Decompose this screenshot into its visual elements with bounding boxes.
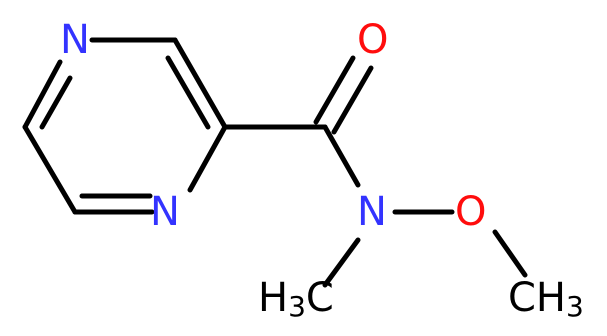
atom-o-methoxy: O <box>455 189 486 235</box>
bond-carbonyl-o-a <box>313 55 356 125</box>
atom-o-carbonyl: O <box>357 17 388 63</box>
bond-c-top-c2-inner <box>165 55 211 130</box>
ch3-left-h: H <box>258 275 288 321</box>
ch3-left-c: C <box>306 275 334 321</box>
bond-carbonyl-n <box>322 124 361 188</box>
atom-ch3-right: CH3 <box>508 275 584 323</box>
bond-carbonyl-o-b <box>331 65 374 135</box>
bond-c5-n1-inner <box>39 75 73 130</box>
bond-n4-c5 <box>22 124 78 215</box>
atom-ch3-left: H3C <box>258 275 334 323</box>
ch3-right-sub: 3 <box>566 290 584 323</box>
atom-n-amide: N <box>357 189 387 235</box>
bond-c-top-c2 <box>172 37 228 130</box>
atom-n-ring-bottom: N <box>150 189 180 235</box>
ch3-right-ch: CH <box>508 275 566 321</box>
bond-n-ch3 <box>322 237 361 288</box>
ch3-left-sub: 3 <box>288 290 306 323</box>
bond-c5-n1 <box>22 59 63 130</box>
bond-o-ch3 <box>492 229 528 278</box>
bond-c2-c3 <box>187 124 228 193</box>
atom-n-ring-top: N <box>60 17 90 63</box>
